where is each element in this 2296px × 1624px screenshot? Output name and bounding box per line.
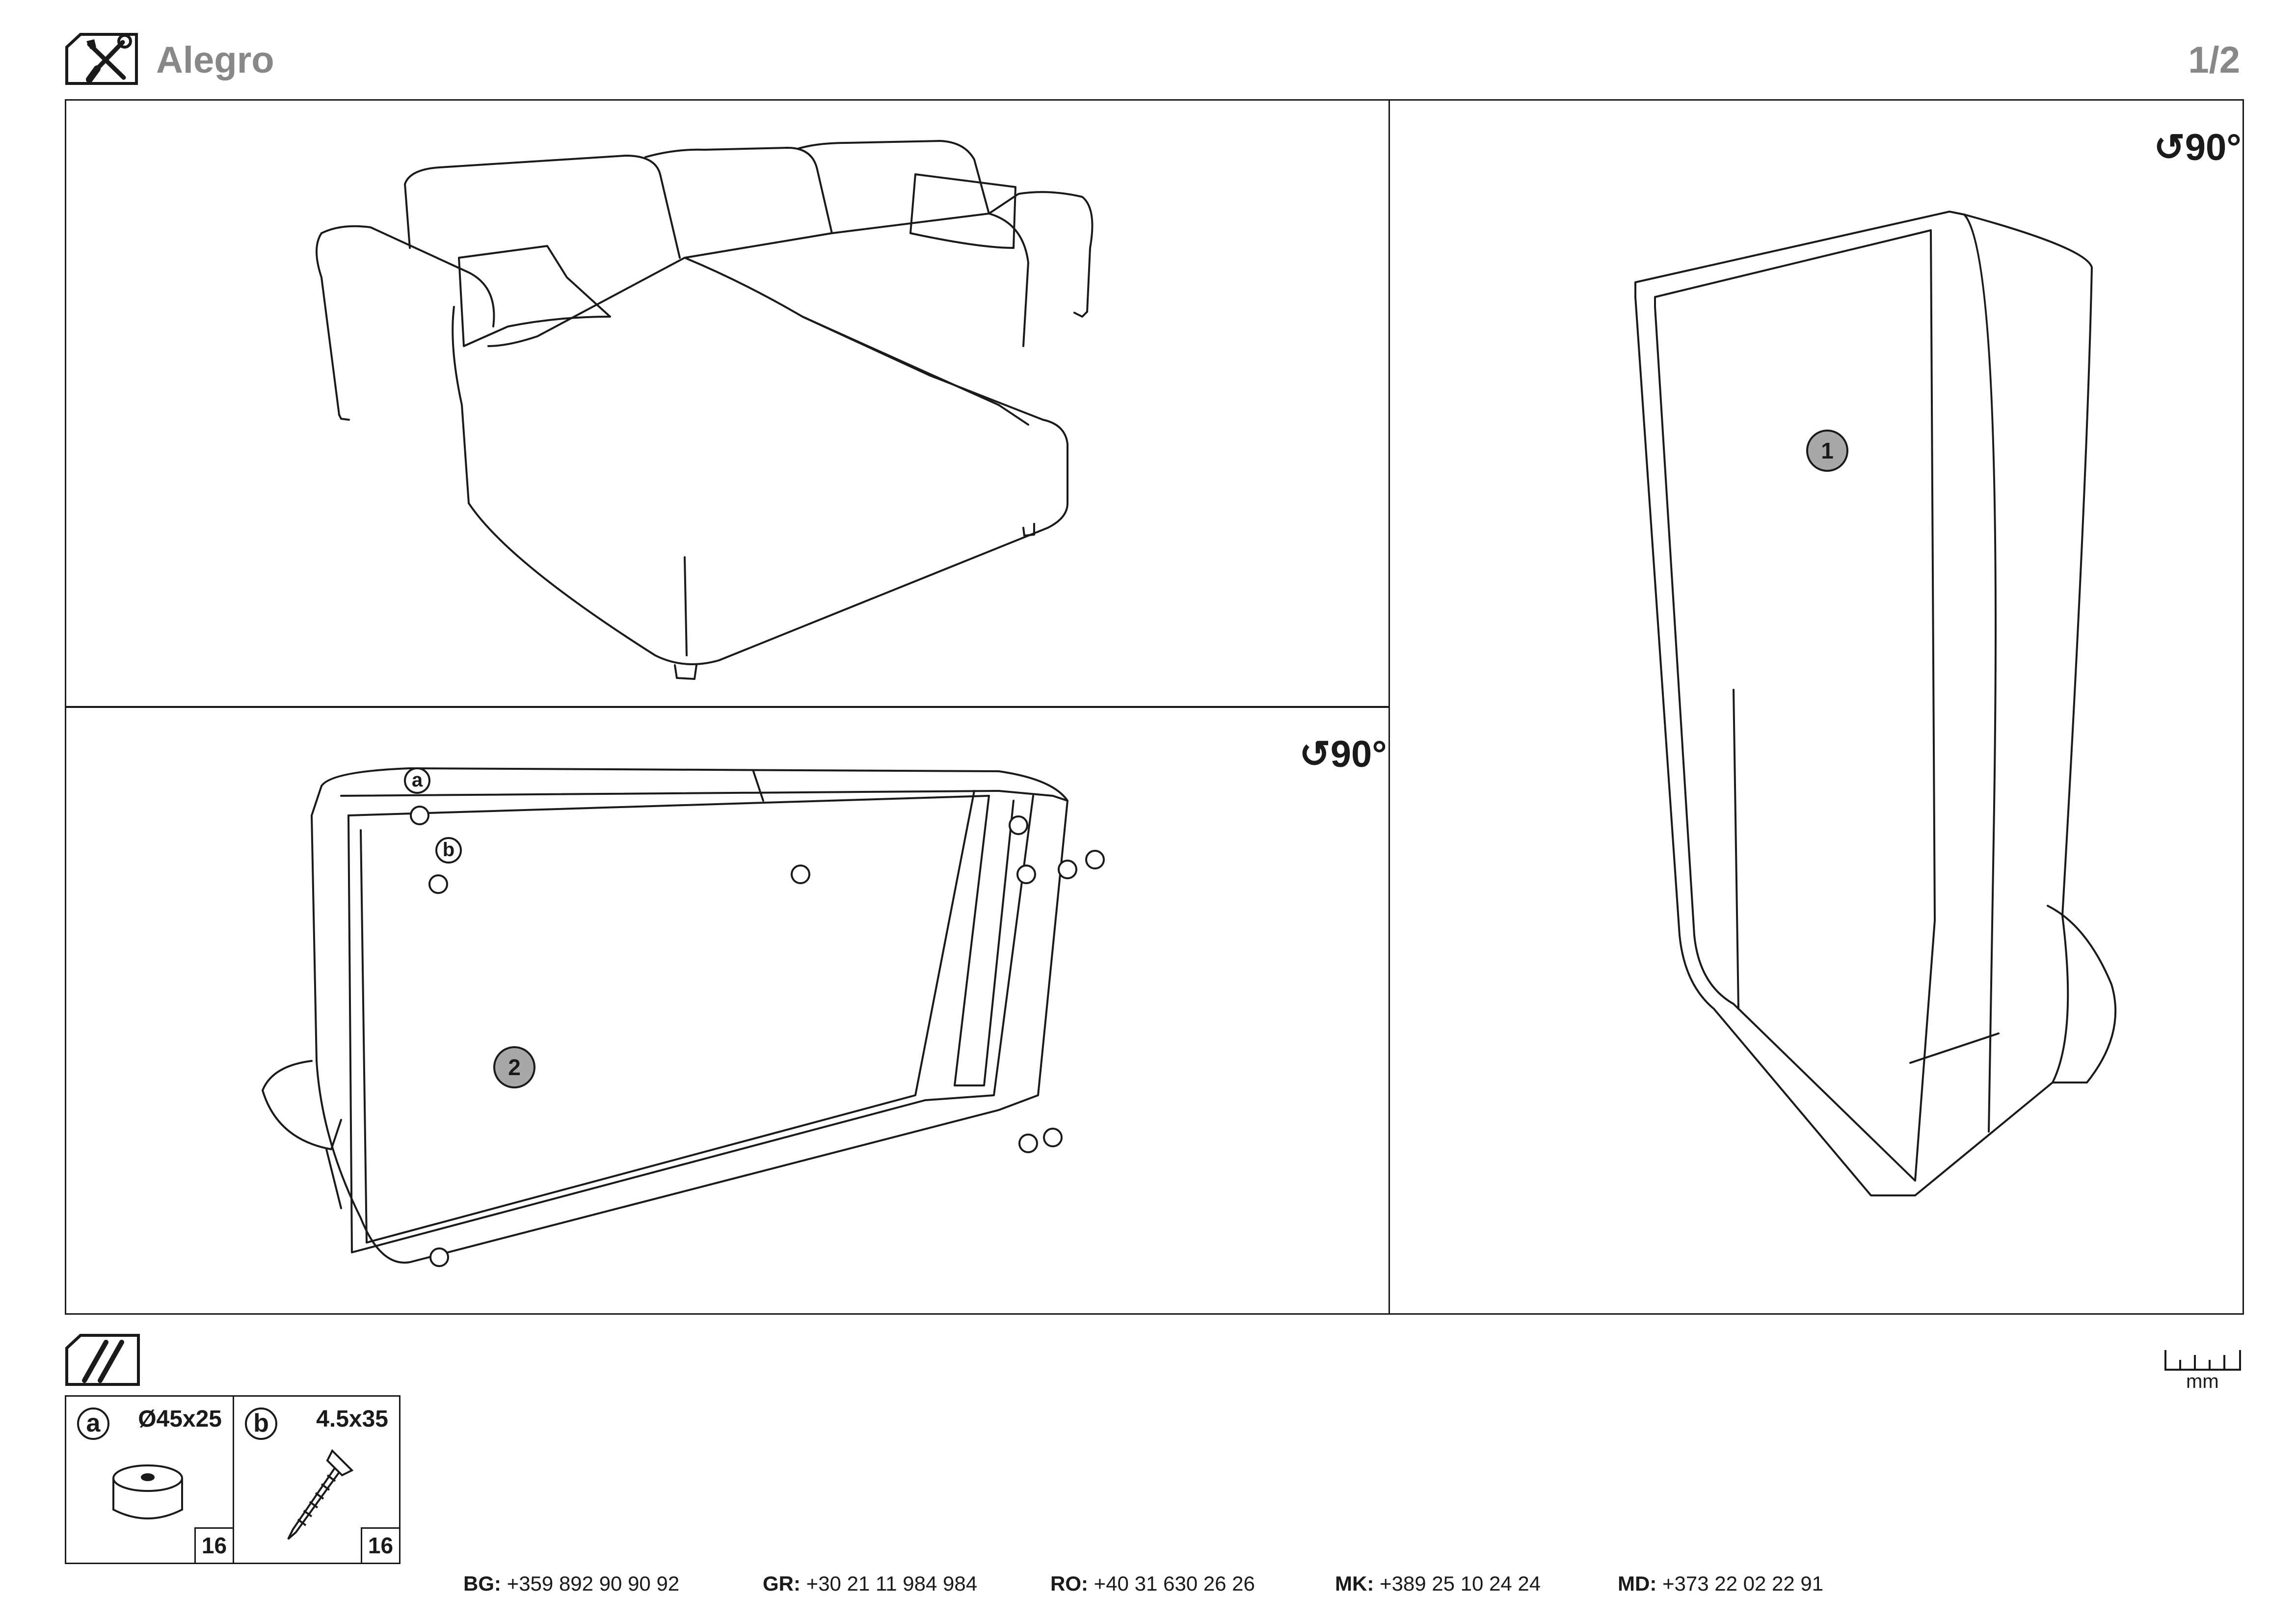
contact-gr: GR: +30 21 11 984 984: [763, 1572, 978, 1595]
rotate-90-indicator: ↺90°: [1299, 733, 1387, 775]
part-letter: b: [245, 1407, 277, 1440]
tools-icon: [65, 33, 138, 85]
sofa-illustration: [316, 140, 1094, 680]
part-letter: a: [77, 1407, 109, 1440]
step-2-badge: 2: [493, 1046, 535, 1088]
step-2-panel: ↺90° 2 a b: [65, 706, 1390, 1315]
contact-mk: MK: +389 25 10 24 24: [1335, 1572, 1541, 1595]
part-quantity: 16: [361, 1527, 399, 1563]
foot-pad-icon: [112, 1464, 183, 1519]
hardware-parts-table: a Ø45x25 16 b 4.5x35 16: [65, 1395, 400, 1564]
part-b-cell: b 4.5x35 16: [234, 1397, 399, 1563]
callout-a: a: [404, 767, 430, 794]
contact-phone-list: BG: +359 892 90 90 92 GR: +30 21 11 984 …: [0, 1569, 2296, 1603]
step-1-badge: 1: [1806, 430, 1848, 472]
rotation-arrow-icon: ↺: [1299, 733, 1331, 775]
screwdriver-icon: [65, 1334, 140, 1386]
part-a-cell: a Ø45x25 16: [66, 1397, 234, 1563]
callout-b: b: [435, 837, 462, 864]
contact-bg: BG: +359 892 90 90 92: [463, 1572, 680, 1595]
part-dimension: 4.5x35: [316, 1406, 388, 1432]
contact-md: MD: +373 22 02 22 91: [1618, 1572, 1824, 1595]
contact-ro: RO: +40 31 630 26 26: [1050, 1572, 1255, 1595]
sofa-base-illustration: [262, 767, 1068, 1264]
callout-layer: [410, 806, 1105, 1267]
page-number: 1/2: [2188, 39, 2240, 81]
rotate-90-indicator-right: ↺90°: [2154, 127, 2242, 168]
sofa-overview-panel: [65, 99, 1390, 708]
step-1-panel: ↺90° 1: [1388, 99, 2244, 1315]
part-quantity: 16: [194, 1527, 233, 1563]
part-dimension: Ø45x25: [138, 1406, 222, 1432]
ruler-unit: mm: [2186, 1371, 2219, 1392]
ruler-icon: [2164, 1350, 2241, 1371]
product-title: Alegro: [156, 39, 274, 81]
sofa-side-illustration: [1634, 211, 2117, 1196]
screw-icon: [287, 1449, 354, 1540]
rotation-arrow-icon-right: ↺: [2154, 127, 2185, 168]
